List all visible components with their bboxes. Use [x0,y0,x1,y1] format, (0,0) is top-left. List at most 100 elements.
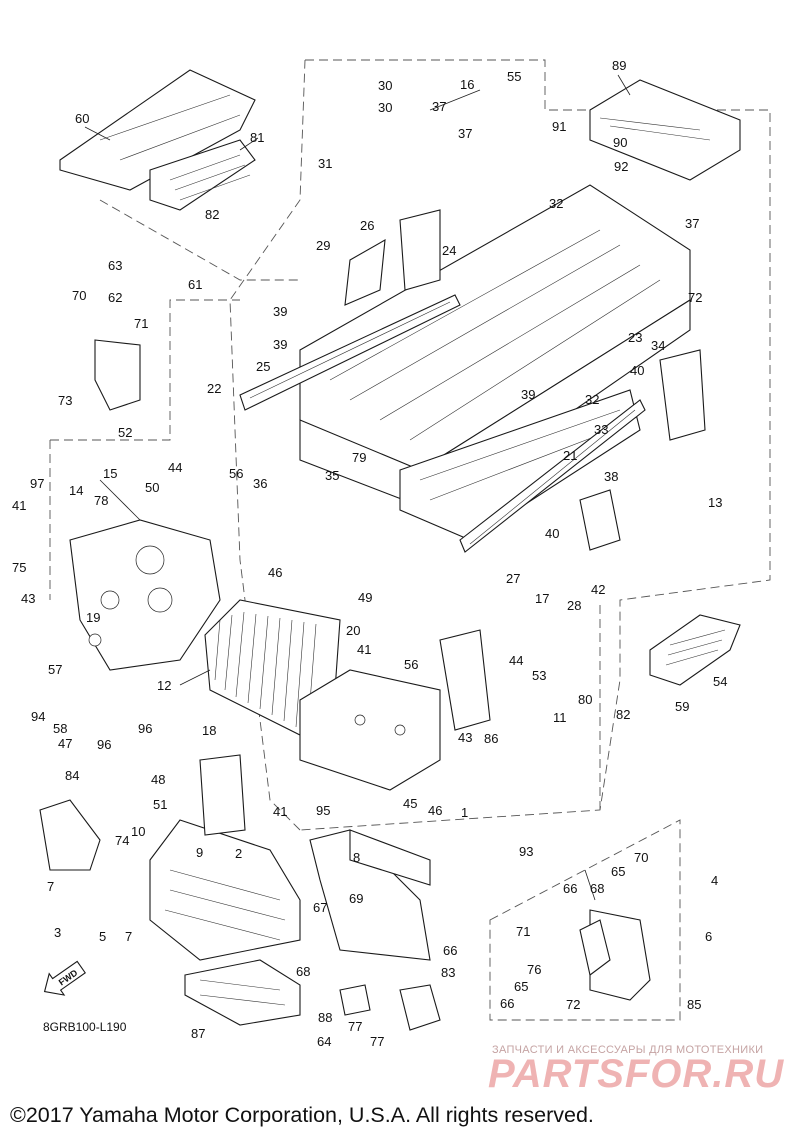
callout: 36 [253,476,267,491]
callout: 59 [675,699,689,714]
callout: 64 [317,1034,331,1049]
callout: 71 [516,924,530,939]
callout: 62 [108,290,122,305]
callout: 81 [250,130,264,145]
callout: 66 [500,996,514,1011]
callout: 34 [651,338,665,353]
callout: 60 [75,111,89,126]
callout: 49 [358,590,372,605]
callout: 55 [507,69,521,84]
callout: 39 [273,304,287,319]
callout: 16 [460,77,474,92]
callout: 11 [553,710,567,725]
watermark-brand: PARTSFOR.RU [488,1052,785,1096]
callout: 37 [432,99,446,114]
callout: 61 [188,277,202,292]
callout: 39 [521,387,535,402]
callout: 37 [685,216,699,231]
callout: 74 [115,833,129,848]
callout: 53 [532,668,546,683]
callout: 56 [229,466,243,481]
callout: 56 [404,657,418,672]
callout: 82 [205,207,219,222]
callout: 14 [69,483,83,498]
callout: 6 [705,929,712,944]
housing-80 [649,614,741,686]
callout: 90 [613,135,627,150]
callout: 40 [630,363,644,378]
callout: 20 [346,623,360,638]
callout: 35 [325,468,339,483]
callout: 77 [370,1034,384,1049]
callout: 91 [552,119,566,134]
callout: 69 [349,891,363,906]
callout: 31 [318,156,332,171]
callout: 52 [118,425,132,440]
watermark-tagline: ЗАПЧАСТИ И АКСЕССУАРЫ ДЛЯ МОТОТЕХНИКИ [492,1044,764,1056]
callout: 96 [138,721,152,736]
callout: 70 [634,850,648,865]
callout: 80 [578,692,592,707]
callout: 75 [12,560,26,575]
misc-parts [39,209,706,1031]
copyright-notice: ©2017 Yamaha Motor Corporation, U.S.A. A… [10,1103,594,1127]
callout: 8 [353,850,360,865]
part-callouts: 60 81 82 30 30 37 37 31 16 55 89 91 90 9… [12,58,727,1049]
callout: 58 [53,721,67,736]
callout: 96 [97,737,111,752]
callout: 72 [566,997,580,1012]
callout: 43 [21,591,35,606]
tunnel-frame [299,184,691,541]
callout: 41 [12,498,26,513]
callout: 23 [628,330,642,345]
callout: 85 [687,997,701,1012]
callout: 32 [549,196,563,211]
fwd-arrow-icon: FWD [43,960,86,996]
callout: 9 [196,845,203,860]
callout: 30 [378,78,392,93]
bracket-assembly [299,629,491,791]
callout: 43 [458,730,472,745]
callout: 2 [235,846,242,861]
callout: 77 [348,1019,362,1034]
skid-plate [184,959,301,1026]
callout: 87 [191,1026,205,1041]
callout: 26 [360,218,374,233]
callout: 33 [594,422,608,437]
callout: 30 [378,100,392,115]
callout: 4 [711,873,718,888]
callout: 48 [151,772,165,787]
callout: 51 [153,797,167,812]
callout: 45 [403,796,417,811]
callout: 7 [47,879,54,894]
lower-frame [149,819,301,961]
callout: 28 [567,598,581,613]
callout: 71 [134,316,148,331]
callout: 46 [268,565,282,580]
callout: 68 [296,964,310,979]
callout: 86 [484,731,498,746]
callout: 66 [563,881,577,896]
callout: 39 [273,337,287,352]
callout: 66 [443,943,457,958]
callout: 3 [54,925,61,940]
callout: 68 [590,881,604,896]
slide-rails [239,294,646,553]
callout: 84 [65,768,79,783]
panel-60 [59,69,256,211]
callout: 65 [514,979,528,994]
diagram-code: 8GRB100-L190 [43,1020,127,1034]
callout: 93 [519,844,533,859]
callout: 46 [428,803,442,818]
callout: 38 [604,469,618,484]
callout: 73 [58,393,72,408]
callout: 37 [458,126,472,141]
callout: 18 [202,723,216,738]
callout: 50 [145,480,159,495]
callout: 22 [207,381,221,396]
callout: 29 [316,238,330,253]
callout: 57 [48,662,62,677]
callout: 63 [108,258,122,273]
callout: 17 [535,591,549,606]
